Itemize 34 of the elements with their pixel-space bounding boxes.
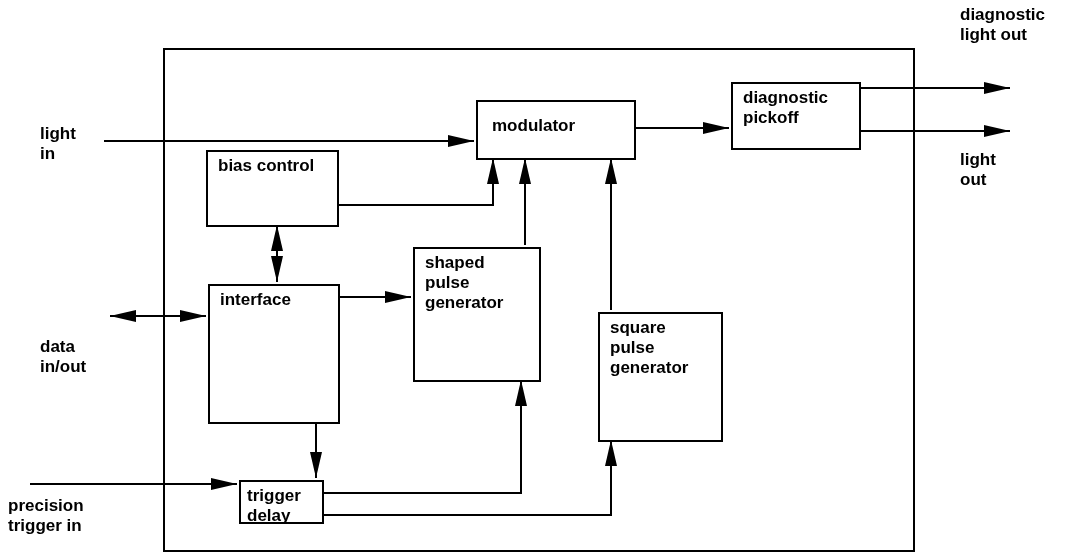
process-box [208,284,340,424]
system-enclosure-box [163,48,915,552]
signal-label: light in [40,124,77,164]
signal-label: diagnostic light out [960,5,1046,45]
box-label: square pulse generator [609,317,690,379]
arrow [337,291,412,303]
signal-label: data in/out [40,337,88,377]
double-arrow [109,310,207,322]
signal-label: light out [960,150,997,190]
box-label: modulator [491,115,577,137]
arrow [633,122,730,134]
arrow [605,157,617,311]
process-box [239,480,324,524]
box-label: shaped pulse generator [424,252,505,314]
arrow [321,379,527,494]
arrow [858,125,1011,137]
process-box [413,247,541,382]
process-box [206,150,339,227]
process-box [731,82,861,150]
arrow [29,478,238,490]
arrow [336,157,499,206]
arrow [103,135,475,147]
arrow [321,439,617,516]
signal-label: precision trigger in [8,496,85,536]
box-label: interface [219,289,292,311]
box-label: diagnostic pickoff [742,87,829,129]
process-box [476,100,636,160]
box-label: bias control [217,155,316,177]
arrow [310,421,322,479]
double-arrow [271,224,283,283]
arrow [858,82,1011,94]
arrow [519,157,531,246]
box-label: trigger delay [246,485,302,527]
process-box [598,312,723,442]
